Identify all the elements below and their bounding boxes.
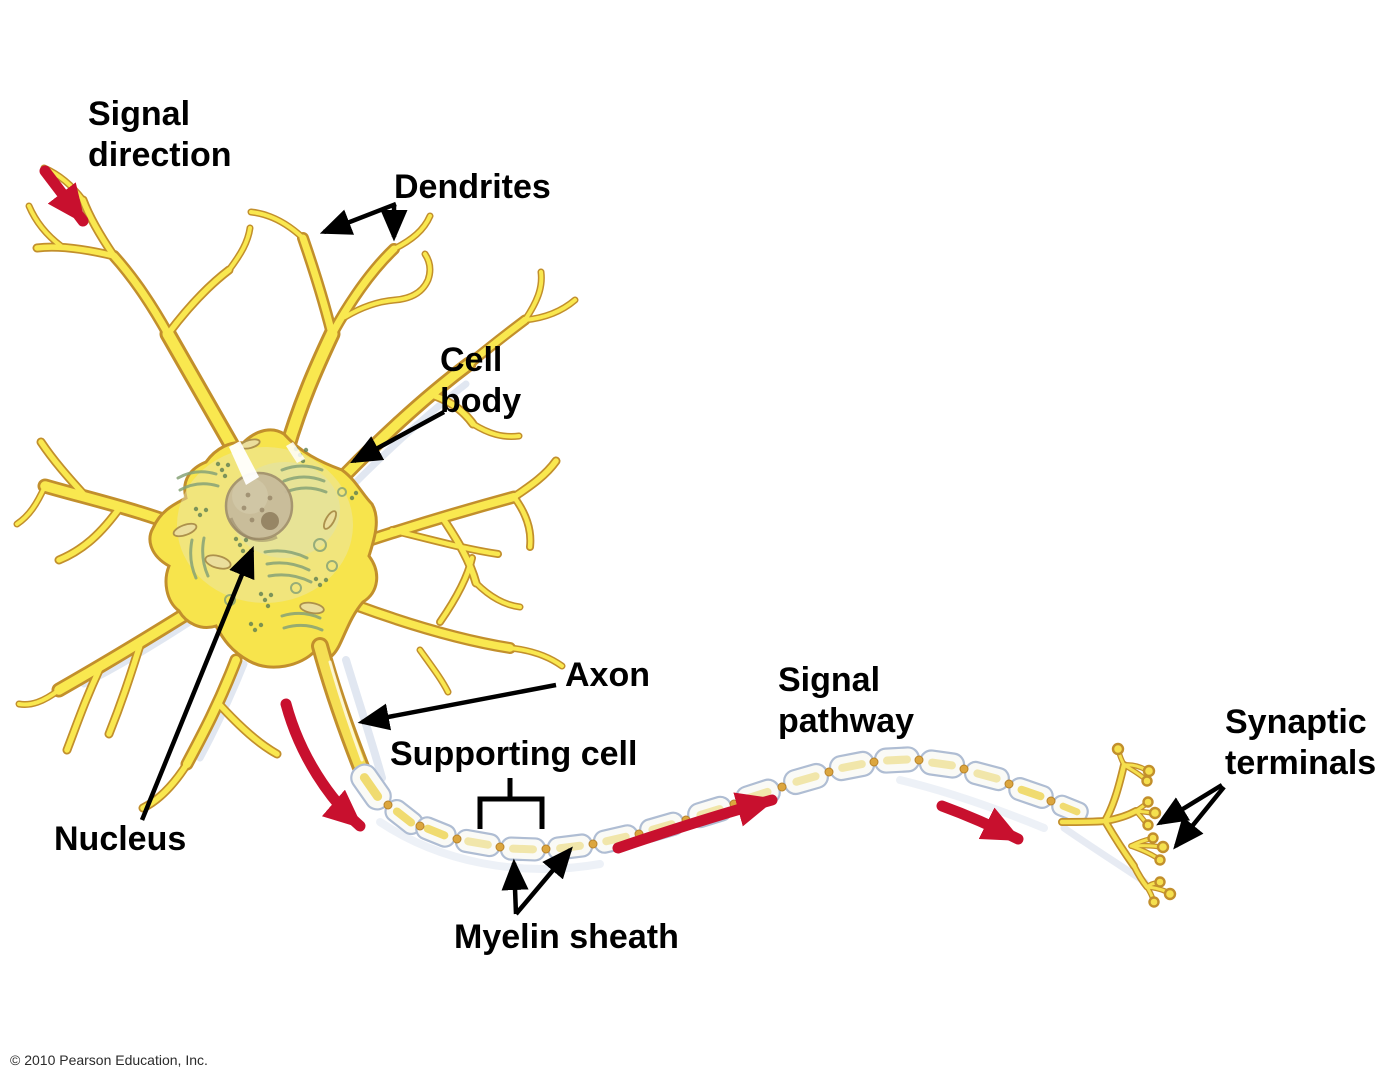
- myelin-segment: [454, 828, 502, 858]
- myelin-segment: [783, 762, 829, 796]
- axon-illustration: [320, 646, 372, 792]
- myelin-segment: [828, 750, 876, 782]
- copyright-text: © 2010 Pearson Education, Inc.: [10, 1052, 208, 1068]
- cell-body-illustration: [148, 428, 379, 669]
- myelin-segment: [546, 833, 594, 861]
- signal-direction-arrow: [39, 165, 89, 227]
- terminal-knobs: [1111, 742, 1177, 908]
- supporting-cell-bracket: [477, 778, 545, 829]
- label-dendrites: Dendrites: [394, 168, 551, 206]
- synaptic-terminals-illustration: [1062, 742, 1177, 908]
- myelin-segment: [1008, 777, 1054, 809]
- myelin-segment: [873, 746, 921, 774]
- signal-flow-arrow-2: [612, 792, 778, 854]
- label-myelin-sheath: Myelin sheath: [454, 918, 679, 956]
- signal-flow-arrow-3: [936, 800, 1024, 845]
- cell-body-pointer: [350, 410, 446, 464]
- myelin-segment: [964, 760, 1010, 792]
- axon-pointer: [357, 682, 557, 731]
- dendrites-pointer: [319, 201, 408, 242]
- label-synaptic-terminals: Synaptic terminals: [1225, 703, 1377, 783]
- label-axon: Axon: [565, 656, 650, 694]
- label-cell-body: Cell body: [440, 341, 522, 421]
- label-nucleus: Nucleus: [54, 820, 187, 858]
- nucleus-pointer: [139, 545, 255, 821]
- myelin-sheath-pointer: [501, 846, 573, 916]
- highlight-wedge-small: [286, 442, 305, 463]
- organelles: [176, 464, 328, 632]
- label-signal-direction: Signal direction: [88, 95, 232, 175]
- label-signal-pathway: Signal pathway: [778, 661, 915, 741]
- nucleolus: [261, 512, 279, 530]
- highlight-wedge: [229, 441, 259, 485]
- synaptic-terminals-pointer: [1156, 783, 1226, 850]
- nucleus-illustration: [224, 471, 294, 542]
- label-pointers: [139, 201, 1226, 916]
- label-supporting-cell: Supporting cell: [390, 735, 638, 773]
- myelin-segment: [499, 836, 547, 862]
- signal-flow-arrow-1: [280, 698, 366, 832]
- myelin-segment: [918, 749, 966, 779]
- signal-arrows: [39, 165, 1024, 854]
